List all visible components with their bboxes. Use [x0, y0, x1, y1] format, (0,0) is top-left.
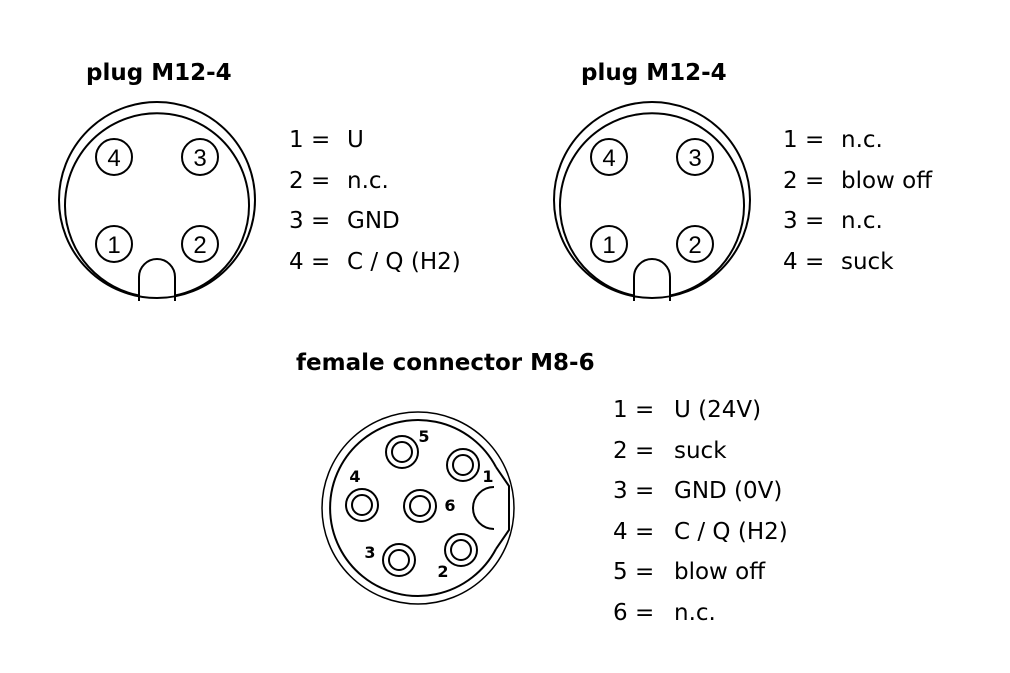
- pin-number: 1 =: [783, 127, 825, 153]
- pin-number: 6 =: [613, 599, 655, 626]
- coding-key: [138, 258, 176, 301]
- pin-label: 3: [364, 543, 375, 562]
- pin-function: GND: [347, 208, 400, 234]
- pin-function: suck: [674, 437, 727, 464]
- plug-outer-ring: [553, 101, 751, 299]
- pin-2-contact: [444, 533, 478, 567]
- pin-label: 2: [193, 232, 206, 259]
- pin-function: n.c.: [674, 599, 716, 626]
- pin-function: C / Q (H2): [347, 248, 461, 275]
- pin-2-contact: [181, 225, 219, 263]
- pin-label: 1: [602, 232, 615, 259]
- pin-1-contact: [590, 225, 628, 263]
- pin-label: 3: [193, 145, 206, 172]
- pin-function: U: [347, 127, 364, 153]
- pin-function: blow off: [674, 559, 766, 585]
- m12-plug-right-face: [553, 101, 751, 301]
- pin-number: 2 =: [613, 437, 655, 464]
- pin-label: 3: [688, 145, 701, 172]
- pin-number: 4 =: [613, 518, 655, 545]
- pin-function: n.c.: [841, 208, 883, 234]
- pin-number: 5 =: [613, 559, 655, 585]
- pin-function: suck: [841, 248, 894, 275]
- pin-label: 1: [107, 232, 120, 259]
- pin-function: n.c.: [841, 127, 883, 153]
- pin-number: 1 =: [613, 397, 655, 423]
- pin-label: 6: [444, 496, 455, 515]
- pin-function: n.c.: [347, 167, 389, 194]
- pin-number: 4 =: [783, 248, 825, 275]
- pin-number: 1 =: [289, 127, 331, 153]
- connector-outer-ring: [321, 411, 515, 605]
- plug-inner-ring: [559, 112, 745, 297]
- diagram-title-m8: female connector M8-6: [296, 350, 595, 376]
- pin-4-contact: [95, 138, 133, 176]
- pin-number: 2 =: [783, 167, 825, 194]
- plug-inner-ring: [64, 112, 250, 297]
- pin-label: 4: [349, 467, 360, 486]
- pin-label: 4: [602, 145, 615, 172]
- pin-5-contact: [385, 435, 419, 469]
- pin-2-contact: [676, 225, 714, 263]
- pin-function: blow off: [841, 167, 933, 194]
- pin-label: 1: [482, 467, 493, 486]
- pin-number: 3 =: [783, 208, 825, 234]
- m8-female-connector-face: [321, 411, 515, 605]
- plug-outer-ring: [58, 101, 256, 299]
- pin-function: U (24V): [674, 397, 762, 423]
- pin-function: C / Q (H2): [674, 518, 788, 545]
- coding-notch: [472, 486, 495, 530]
- pin-function: GND (0V): [674, 478, 783, 504]
- pin-number: 2 =: [289, 167, 331, 194]
- pin-label: 5: [418, 427, 429, 446]
- connector-body: [329, 419, 497, 597]
- coding-key: [633, 258, 671, 301]
- pin-1-contact: [446, 448, 480, 482]
- pin-label: 2: [437, 562, 448, 581]
- pin-6-contact: [403, 489, 437, 523]
- pin-3-contact: [181, 138, 219, 176]
- pin-number: 3 =: [289, 208, 331, 234]
- pin-4-contact: [590, 138, 628, 176]
- pin-1-contact: [95, 225, 133, 263]
- pin-label: 4: [107, 145, 120, 172]
- pin-label: 2: [688, 232, 701, 259]
- diagram-title-m12-right: plug M12-4: [581, 60, 727, 86]
- pin-4-contact: [345, 488, 379, 522]
- pin-3-contact: [382, 543, 416, 577]
- diagram-title-m12-left: plug M12-4: [86, 60, 232, 86]
- m12-plug-left-face: [58, 101, 256, 301]
- pin-number: 4 =: [289, 248, 331, 275]
- pin-3-contact: [676, 138, 714, 176]
- pin-number: 3 =: [613, 478, 655, 504]
- coding-tab: [495, 466, 510, 550]
